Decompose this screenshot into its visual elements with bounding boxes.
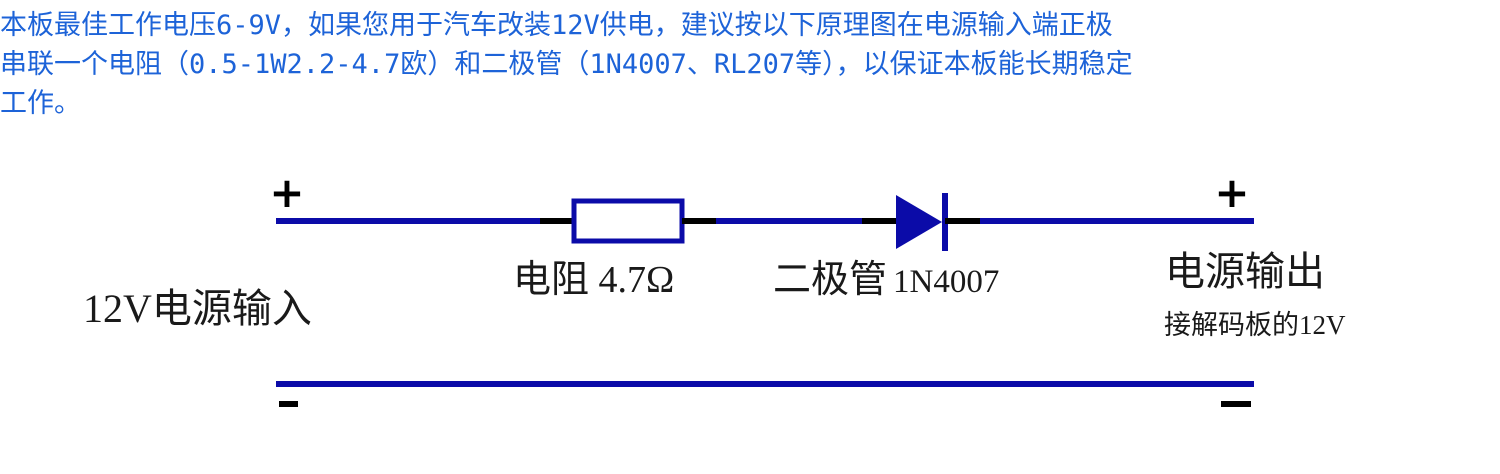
resistor-symbol <box>571 198 685 244</box>
intro-text: 本板最佳工作电压6-9V，如果您用于汽车改装12V供电，建议按以下原理图在电源输… <box>0 6 1400 123</box>
diode-label-cn: 二极管 <box>773 259 887 301</box>
intro-line-3: 工作。 <box>0 88 81 119</box>
output-sublabel: 接解码板的12V <box>1164 310 1346 340</box>
minus-sign-right <box>1221 401 1251 407</box>
intro-line-2: 串联一个电阻（0.5-1W2.2-4.7欧）和二极管（1N4007、RL207等… <box>0 49 1133 80</box>
plus-sign-left: + <box>269 168 304 217</box>
minus-sign-left <box>279 401 298 407</box>
intro-line-1: 本板最佳工作电压6-9V，如果您用于汽车改装12V供电，建议按以下原理图在电源输… <box>0 10 1113 41</box>
output-label: 电源输出 <box>1165 249 1325 294</box>
input-label: 12V电源输入 <box>83 286 312 331</box>
resistor-label: 电阻 4.7Ω <box>513 259 674 301</box>
diode-label-part: 1N4007 <box>893 264 999 300</box>
diode-symbol <box>896 195 942 249</box>
plus-sign-right: + <box>1214 168 1249 217</box>
